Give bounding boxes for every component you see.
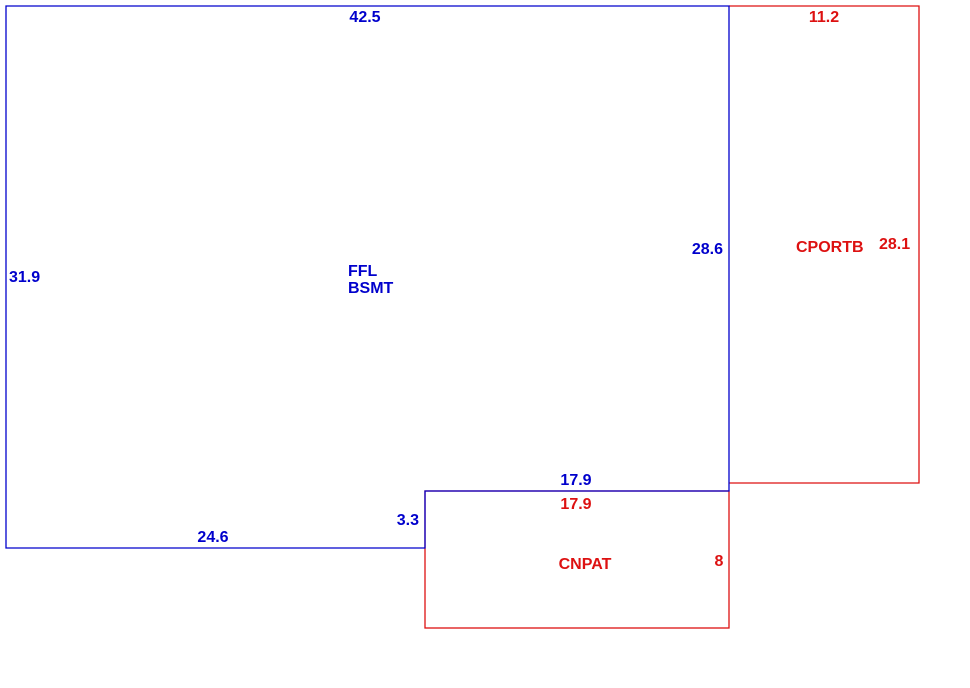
main-dim-notch-horizontal: 17.9 bbox=[560, 472, 591, 489]
carport-dim-right: 28.1 bbox=[879, 236, 910, 253]
patio-dim-top: 17.9 bbox=[560, 496, 591, 513]
main-area-outline bbox=[5, 5, 730, 549]
patio-area: CNPAT 17.9 8 bbox=[424, 490, 730, 629]
main-dim-right: 28.6 bbox=[692, 241, 723, 258]
main-dim-notch-vertical: 3.3 bbox=[397, 512, 419, 529]
carport-area: CPORTB 11.2 28.1 bbox=[729, 5, 920, 484]
carport-label: CPORTB bbox=[796, 239, 864, 256]
main-dim-bottom: 24.6 bbox=[197, 529, 228, 546]
patio-dim-right: 8 bbox=[715, 553, 724, 570]
carport-dim-top: 11.2 bbox=[809, 9, 839, 26]
carport-outline bbox=[729, 5, 920, 484]
patio-label: CNPAT bbox=[559, 556, 612, 573]
main-area: FFL BSMT 42.5 31.9 28.6 24.6 3.3 17.9 bbox=[5, 5, 730, 549]
main-area-label-line2: BSMT bbox=[348, 280, 394, 297]
main-dim-left: 31.9 bbox=[9, 269, 40, 286]
main-dim-top: 42.5 bbox=[349, 9, 380, 26]
main-area-label-line1: FFL bbox=[348, 263, 378, 280]
